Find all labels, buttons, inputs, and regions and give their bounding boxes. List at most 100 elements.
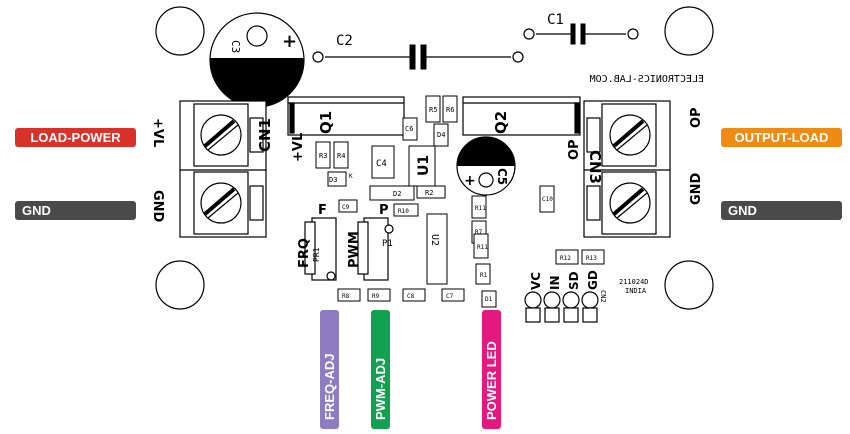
cn2-pin-vc: VC bbox=[529, 272, 543, 290]
gnd-left-silk: GND bbox=[150, 190, 165, 223]
diode-d2 bbox=[369, 185, 415, 201]
capacitor-c6 bbox=[402, 117, 418, 141]
smd-labels: R3 R4 R5 R6 C6 D4 C4 U1 D3 K D2 R2 C9 R1… bbox=[319, 106, 597, 303]
d2-label: D2 bbox=[393, 190, 401, 198]
power-led-text: POWER LED bbox=[484, 341, 499, 420]
c6-label: C6 bbox=[405, 125, 413, 133]
c5-plus-label: + bbox=[464, 173, 476, 189]
c9-label: C9 bbox=[342, 204, 350, 211]
r2-label: R2 bbox=[425, 189, 433, 197]
c4-label: C4 bbox=[376, 159, 387, 169]
mounting-holes bbox=[155, 6, 714, 310]
header-cn2 bbox=[524, 291, 599, 323]
pwm-adj-text: PWM-ADJ bbox=[373, 358, 388, 420]
diode-d1 bbox=[481, 290, 497, 308]
smd-parts bbox=[315, 95, 605, 308]
cn2-pin-in: IN bbox=[548, 275, 562, 290]
trimmer-pr1 bbox=[304, 217, 337, 281]
resistor-r12 bbox=[555, 249, 579, 265]
d4-label: D4 bbox=[437, 131, 445, 139]
load-power-text: LOAD-POWER bbox=[30, 130, 121, 145]
transistor-q2 bbox=[462, 96, 581, 136]
r1-label: R1 bbox=[480, 272, 488, 279]
r10-label: R10 bbox=[398, 208, 409, 215]
capacitor-c5: + C5 bbox=[456, 136, 516, 196]
op-right-silk: OP bbox=[689, 107, 704, 128]
callout-gnd-right: GND bbox=[721, 201, 842, 220]
diode-d3 bbox=[327, 171, 347, 187]
mounting-hole-top-right bbox=[664, 6, 714, 56]
p-label: P bbox=[379, 203, 389, 218]
r4-label: R4 bbox=[337, 152, 345, 160]
c5-label: C5 bbox=[495, 168, 509, 185]
resistor-r1 bbox=[475, 263, 491, 285]
cn2-pin-sd: SD bbox=[567, 271, 581, 290]
r6-label: R6 bbox=[446, 106, 454, 114]
p1-label: P1 bbox=[382, 239, 393, 249]
cn2-label: CN2 bbox=[599, 290, 607, 303]
op-q2-label: OP bbox=[567, 139, 582, 160]
mounting-hole-bottom-right bbox=[664, 260, 714, 310]
cn1-label: CN1 bbox=[256, 118, 274, 152]
trimmer-p1 bbox=[357, 217, 394, 281]
c3-label: C3 bbox=[229, 40, 242, 53]
board-code: 211024D bbox=[619, 278, 649, 286]
ic-u2 bbox=[426, 213, 448, 285]
pr1-label: PR1 bbox=[312, 247, 321, 262]
callout-freq-adj: FREQ-ADJ bbox=[320, 310, 339, 429]
resistor-r2 bbox=[416, 185, 446, 199]
r5-label: R5 bbox=[429, 106, 437, 114]
r7-label: R7 bbox=[475, 229, 483, 236]
r12-label: R12 bbox=[560, 255, 571, 262]
terminal-block-cn3 bbox=[583, 100, 671, 238]
terminal-block-cn1 bbox=[179, 100, 267, 238]
cn3-label: CN3 bbox=[586, 150, 604, 184]
country-label: INDIA bbox=[625, 287, 647, 295]
capacitor-c8 bbox=[402, 288, 426, 302]
resistor-r13 bbox=[581, 249, 605, 265]
output-load-text: OUTPUT-LOAD bbox=[735, 130, 829, 145]
c8-label: C8 bbox=[407, 293, 415, 300]
resistor-r11 bbox=[473, 233, 489, 259]
pwm-label: PWM bbox=[347, 231, 362, 268]
capacitor-c1 bbox=[523, 23, 639, 45]
resistor-r11-top bbox=[471, 195, 487, 219]
u2-label: U2 bbox=[429, 234, 440, 246]
resistor-r4 bbox=[333, 141, 349, 169]
d1-label: D1 bbox=[485, 296, 493, 303]
vl-plus-q1-label: +VL bbox=[291, 133, 306, 162]
gnd-left-text: GND bbox=[22, 203, 51, 218]
capacitor-c4 bbox=[371, 145, 395, 179]
gnd-right-text: GND bbox=[728, 203, 757, 218]
resistor-r3 bbox=[315, 141, 331, 169]
k-label: K bbox=[349, 173, 353, 180]
c3-plus-label: + bbox=[282, 31, 297, 52]
capacitor-c7 bbox=[441, 288, 465, 302]
mounting-hole-bottom-left bbox=[155, 260, 205, 310]
callout-load-power: LOAD-POWER bbox=[15, 128, 136, 147]
r11-label: R11 bbox=[477, 244, 488, 251]
callout-pwm-adj: PWM-ADJ bbox=[371, 310, 390, 429]
c1-label: C1 bbox=[547, 12, 564, 28]
u1-label: U1 bbox=[416, 155, 432, 176]
r8-label: R8 bbox=[342, 293, 350, 300]
ic-u1 bbox=[408, 145, 436, 187]
capacitor-c9 bbox=[338, 199, 358, 213]
d3-label: D3 bbox=[329, 176, 337, 184]
c10-label: C10 bbox=[542, 196, 553, 203]
capacitor-c10 bbox=[539, 185, 555, 213]
brand-text: ELECTRONICS-LAB.COM bbox=[590, 74, 704, 85]
r13-label: R13 bbox=[586, 255, 597, 262]
r9-label: R9 bbox=[372, 293, 380, 300]
vl-plus-label: +VL bbox=[150, 118, 165, 147]
capacitor-c3: + C3 bbox=[209, 12, 305, 108]
c7-label: C7 bbox=[446, 293, 454, 300]
resistor-r5 bbox=[425, 95, 441, 123]
transistor-q1 bbox=[287, 96, 405, 136]
q1-label: Q1 bbox=[317, 111, 335, 134]
r3-label: R3 bbox=[319, 152, 327, 160]
freq-adj-text: FREQ-ADJ bbox=[322, 354, 337, 420]
callout-gnd-left: GND bbox=[15, 201, 136, 220]
q2-label: Q2 bbox=[492, 111, 510, 134]
